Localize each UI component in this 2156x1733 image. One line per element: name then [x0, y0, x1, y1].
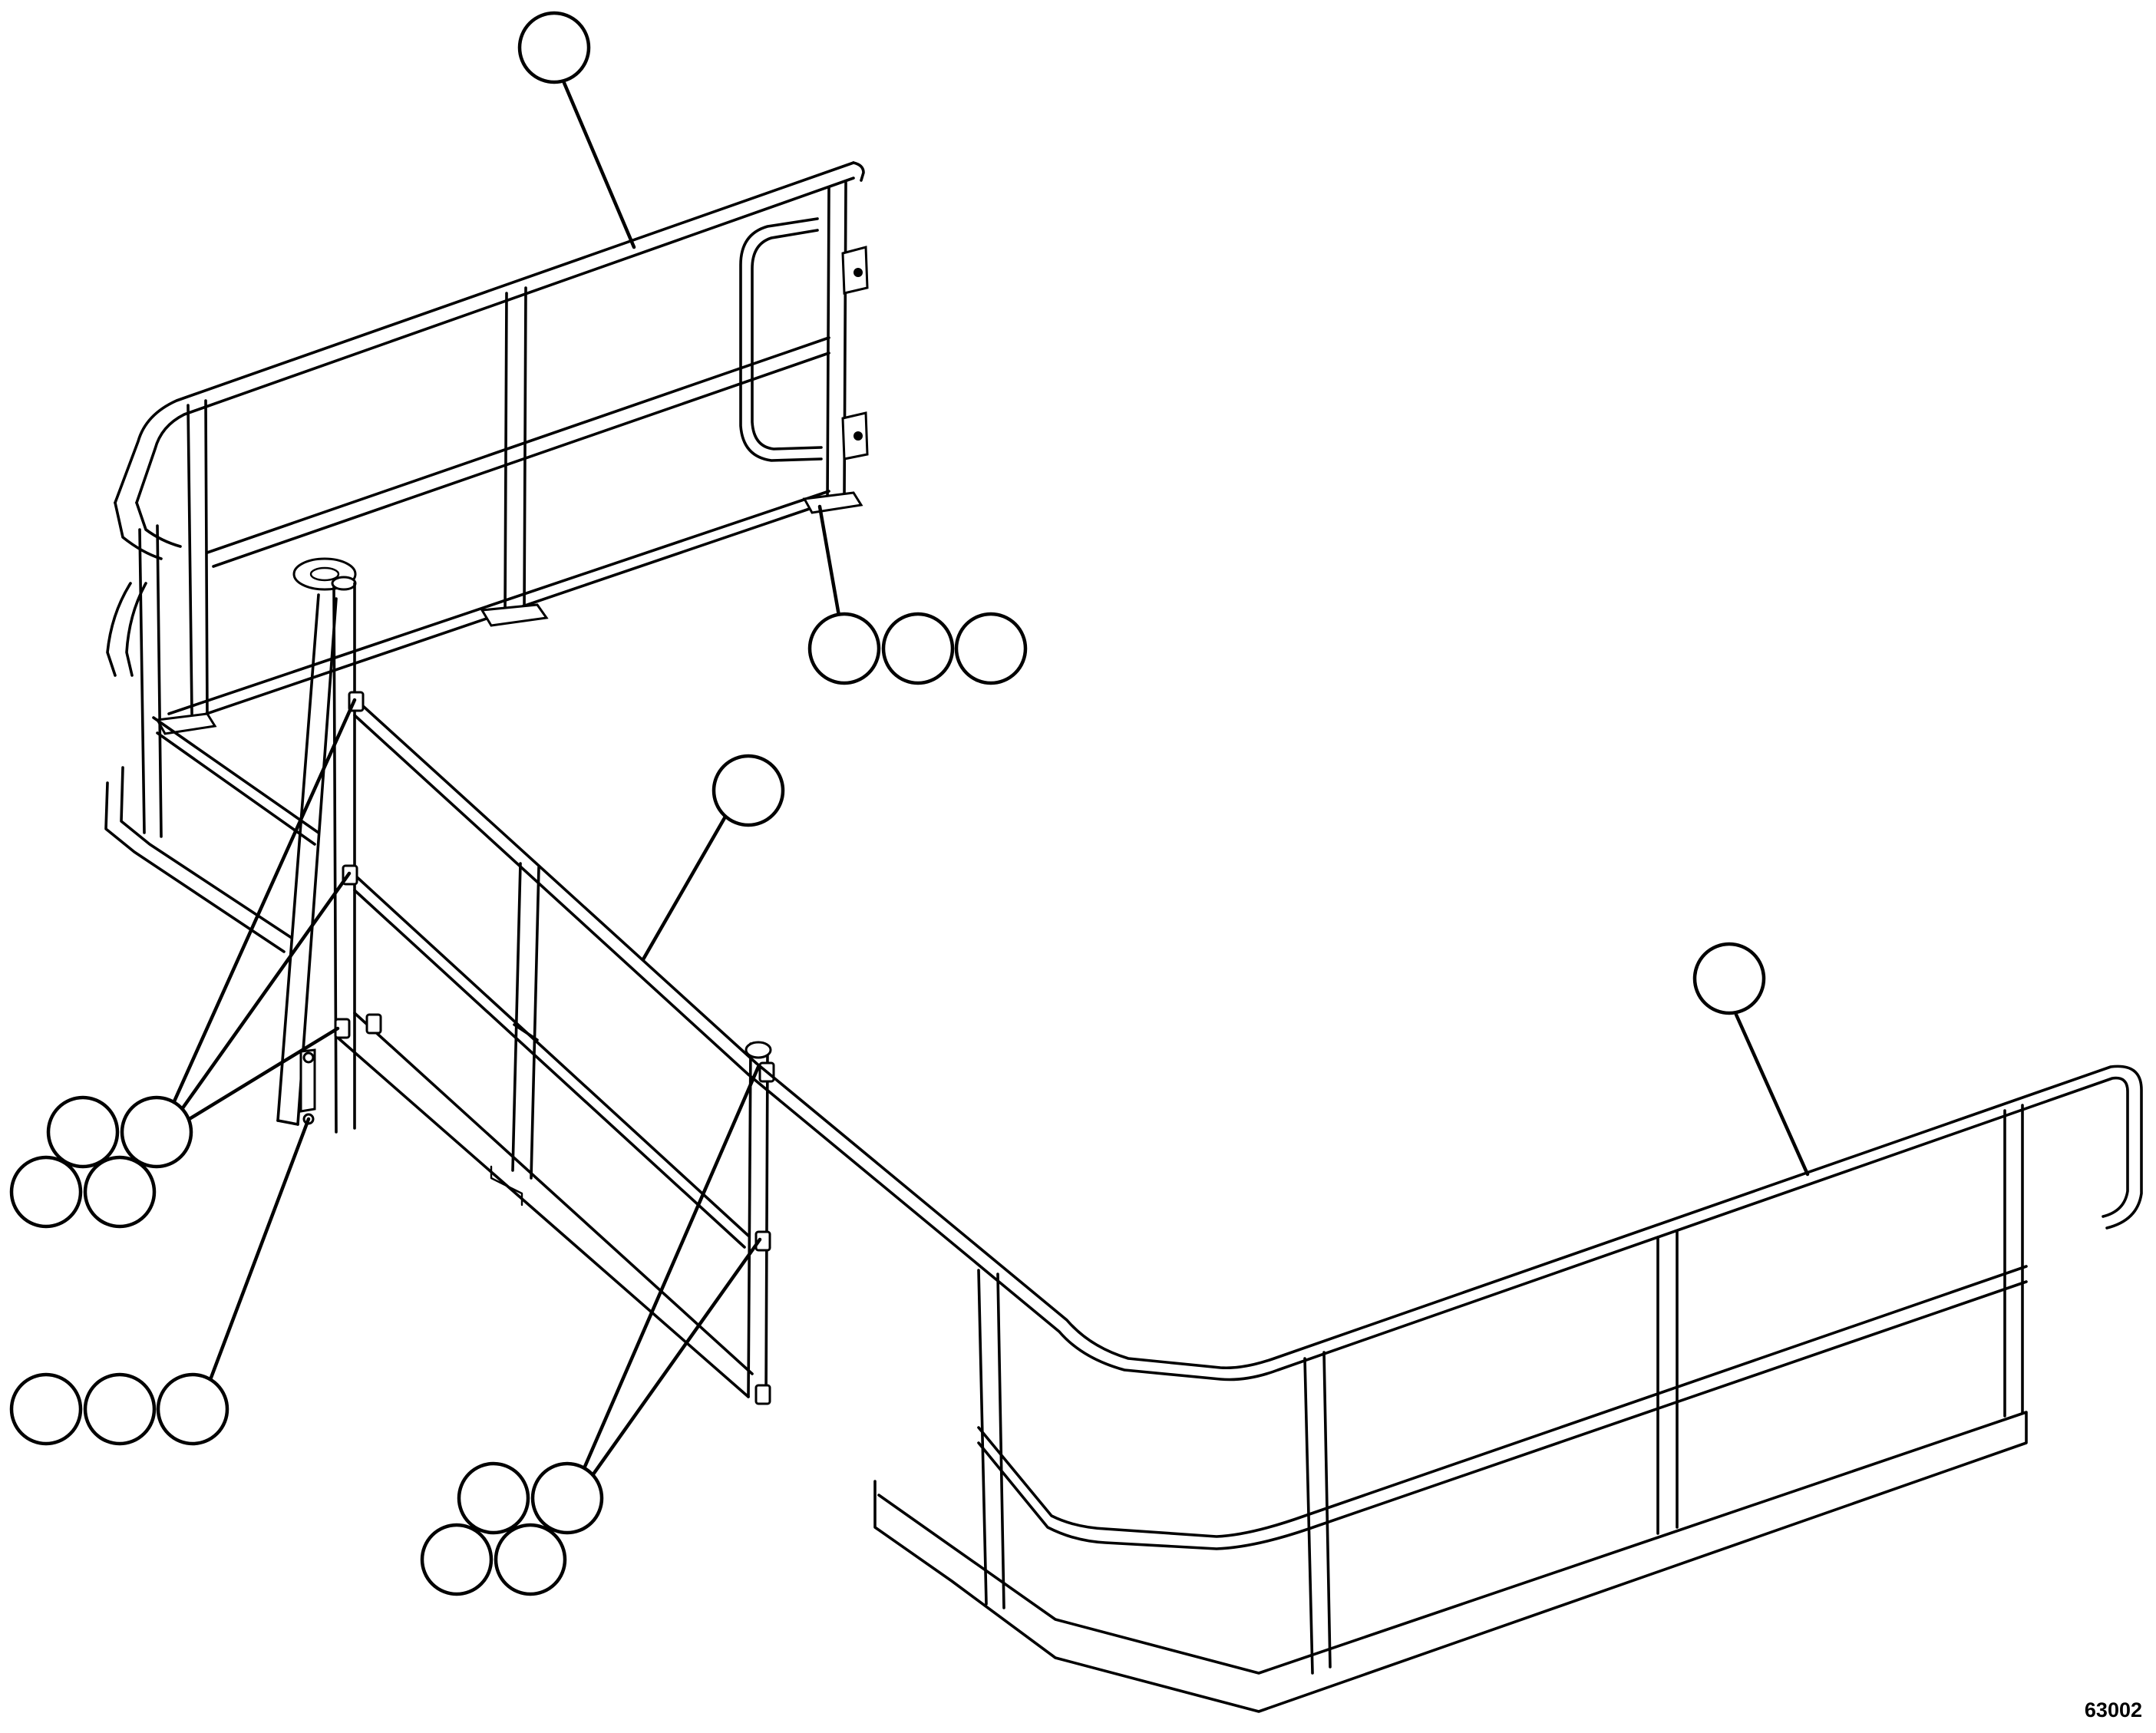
callout-balloon	[530, 1461, 604, 1535]
callout-balloon	[954, 612, 1028, 685]
figure-number: 63002	[2084, 1698, 2142, 1721]
callout-balloon	[807, 612, 881, 685]
callout-balloon	[156, 1372, 229, 1446]
leader-lines	[165, 81, 1810, 1485]
callout-balloon	[420, 1523, 494, 1596]
upper-left-railing	[104, 161, 869, 953]
callout-balloon	[517, 11, 591, 84]
callout-balloon	[881, 612, 955, 685]
callout-balloon	[1692, 942, 1766, 1015]
callout-balloon	[120, 1095, 193, 1169]
callout-balloon	[46, 1095, 120, 1169]
callout-balloon	[9, 1155, 83, 1229]
callout-balloon	[712, 754, 785, 827]
callout-balloon	[83, 1372, 157, 1446]
callout-balloon	[457, 1461, 530, 1535]
callout-balloon	[494, 1523, 567, 1596]
clamp-set	[302, 691, 775, 1405]
callout-balloon	[83, 1155, 157, 1229]
lower-right-railing	[747, 1061, 2143, 1713]
callout-balloon	[9, 1372, 83, 1446]
callout-balloons	[9, 11, 1766, 1596]
central-gate-section	[152, 557, 775, 1405]
